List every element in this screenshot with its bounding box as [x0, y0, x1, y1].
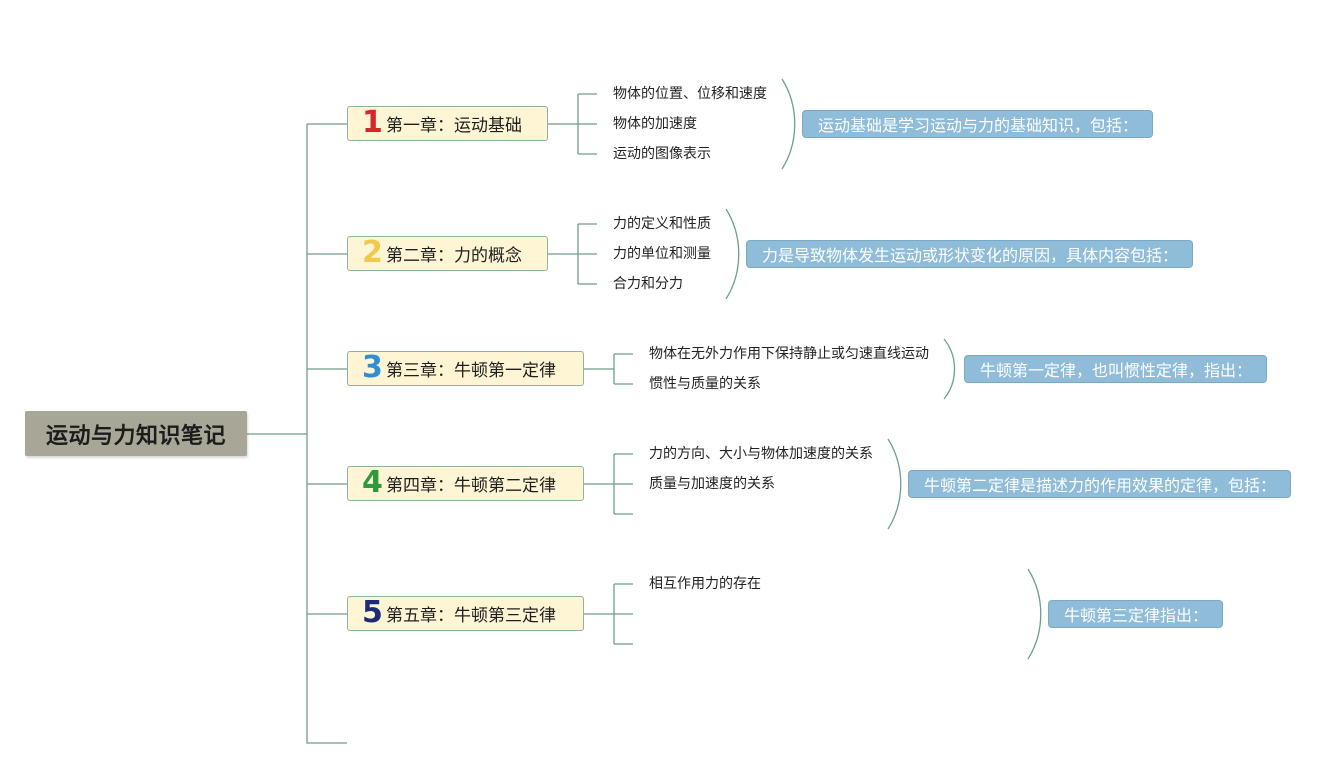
chapter-node-5[interactable]: 5 第五章：牛顿第三定律: [347, 596, 584, 631]
chapter-title: 第三章：牛顿第一定律: [386, 361, 556, 381]
chapter2-brace: [725, 208, 740, 300]
chapter4-item-1[interactable]: 力的方向、大小与物体加速度的关系: [649, 446, 873, 462]
chapter-number-2-icon: 2: [362, 234, 383, 270]
chapter4-brace: [887, 438, 902, 530]
chapter-title: 第二章：力的概念: [386, 246, 522, 266]
chapter1-item-3[interactable]: 运动的图像表示: [613, 146, 711, 162]
chapter-title: 第四章：牛顿第二定律: [386, 476, 556, 496]
chapter-node-1[interactable]: 1 第一章：运动基础: [347, 106, 548, 141]
chapter-number-4-icon: 4: [362, 464, 383, 500]
chapter1-item-1[interactable]: 物体的位置、位移和速度: [613, 86, 767, 102]
chapter4-item-links: [584, 453, 633, 515]
chapter-node-2[interactable]: 2 第二章：力的概念: [347, 236, 548, 271]
chapter3-item-2[interactable]: 惯性与质量的关系: [649, 376, 761, 392]
chapter-title: 第一章：运动基础: [386, 116, 522, 136]
chapter-node-4[interactable]: 4 第四章：牛顿第二定律: [347, 466, 584, 501]
chapter5-brace: [1027, 568, 1042, 660]
chapter3-item-1[interactable]: 物体在无外力作用下保持静止或匀速直线运动: [649, 346, 929, 362]
chapter1-brace: [781, 78, 796, 170]
mindmap-root-node[interactable]: 运动与力知识笔记: [25, 411, 247, 456]
chapter2-item-2[interactable]: 力的单位和测量: [613, 246, 711, 262]
chapter5-item-1[interactable]: 相互作用力的存在: [649, 576, 761, 592]
chapter-number-3-icon: 3: [362, 349, 383, 385]
chapter4-item-2[interactable]: 质量与加速度的关系: [649, 476, 775, 492]
chapter1-summary[interactable]: 运动基础是学习运动与力的基础知识，包括：: [802, 110, 1153, 138]
chapter5-summary[interactable]: 牛顿第三定律指出：: [1048, 600, 1223, 628]
chapter2-item-3[interactable]: 合力和分力: [613, 276, 683, 292]
chapter1-item-links: [548, 93, 597, 155]
trunk-line: [306, 124, 347, 744]
chapter3-summary[interactable]: 牛顿第一定律，也叫惯性定律，指出：: [964, 355, 1267, 383]
chapter2-summary[interactable]: 力是导致物体发生运动或形状变化的原因，具体内容包括：: [746, 240, 1193, 268]
chapter-title: 第五章：牛顿第三定律: [386, 606, 556, 626]
chapter1-item-2[interactable]: 物体的加速度: [613, 116, 697, 132]
chapter-number-5-icon: 5: [362, 594, 383, 630]
chapter3-item-links: [584, 353, 633, 385]
chapter4-summary[interactable]: 牛顿第二定律是描述力的作用效果的定律，包括：: [908, 470, 1291, 498]
chapter2-item-links: [548, 223, 597, 285]
chapter3-brace: [943, 338, 956, 400]
chapter2-item-1[interactable]: 力的定义和性质: [613, 216, 711, 232]
chapter-node-3[interactable]: 3 第三章：牛顿第一定律: [347, 351, 584, 386]
chapter-number-1-icon: 1: [362, 104, 383, 140]
chapter5-item-links: [584, 583, 633, 645]
